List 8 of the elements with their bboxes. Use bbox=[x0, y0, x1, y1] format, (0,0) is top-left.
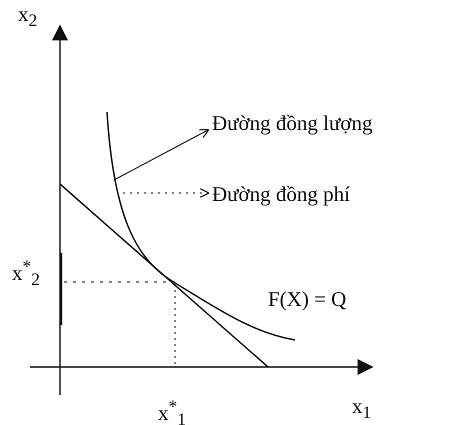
curve-label: Đường đồng lượng bbox=[212, 111, 372, 135]
axis-label: x$_{1}$ bbox=[352, 394, 372, 424]
axis-label: x$_{2}$ bbox=[18, 2, 38, 32]
leader-arrow bbox=[122, 188, 210, 198]
curve-label: Đường đồng phí bbox=[212, 182, 350, 206]
leader-arrow bbox=[114, 129, 210, 180]
curve-equation: F(X) = Q bbox=[268, 287, 346, 311]
isocost-line bbox=[60, 183, 268, 368]
